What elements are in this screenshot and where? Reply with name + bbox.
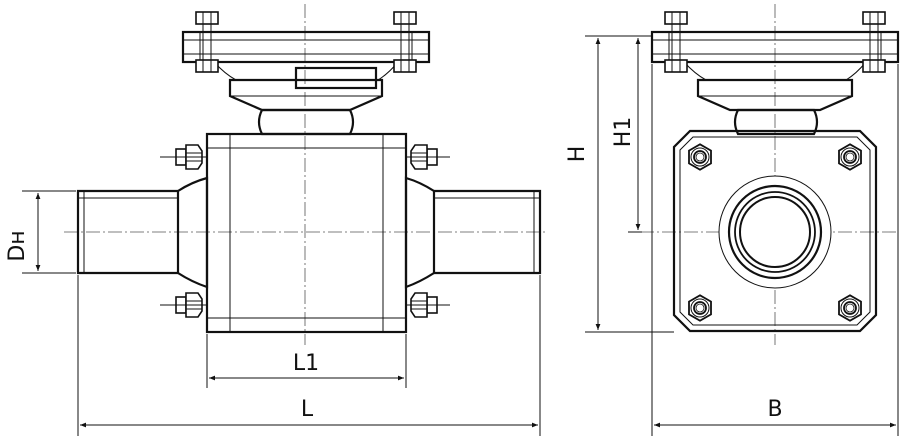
valve-body [205,132,408,334]
l-label: L [301,397,314,422]
top-bolts-front [195,11,417,73]
front-view [64,4,548,345]
right-pipe [404,176,542,289]
side-view [640,4,900,345]
l1-label: L1 [293,351,319,376]
dimensions: Dн L1 L H H1 B [5,35,899,436]
h-label: H [565,146,590,163]
square-flange [672,129,878,333]
h1-label: H1 [611,117,636,148]
bonnet [181,30,431,136]
dn-label: Dн [5,230,30,261]
side-bonnet [650,11,900,136]
left-pipe [76,176,209,289]
b-label: B [767,397,782,422]
front-flange-bolts [160,144,450,318]
